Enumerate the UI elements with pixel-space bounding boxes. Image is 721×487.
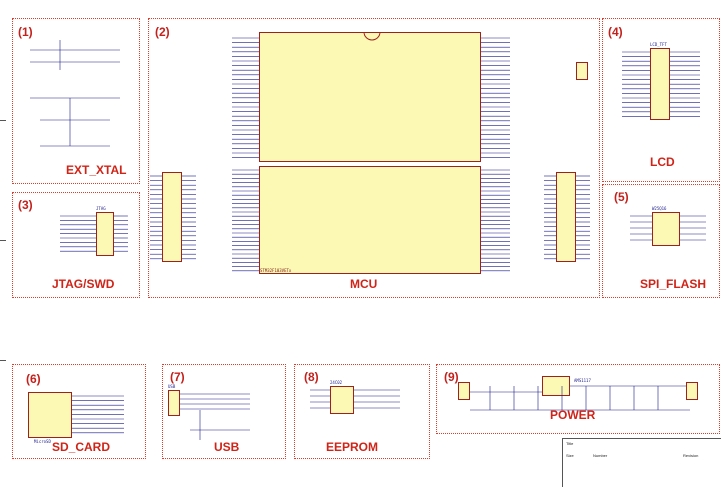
mcu-chip-lower bbox=[259, 166, 481, 274]
flash-chip bbox=[652, 212, 680, 246]
block-spi-flash bbox=[602, 184, 720, 298]
block-title-eeprom: EEPROM bbox=[326, 440, 379, 454]
block-usb bbox=[162, 364, 286, 459]
block-title-usb: USB bbox=[214, 440, 240, 454]
block-mcu bbox=[148, 18, 600, 298]
eeprom-chip-label: 24C02 bbox=[330, 380, 343, 385]
header-right bbox=[556, 172, 576, 262]
sd-card-socket bbox=[28, 392, 72, 438]
lcd-header bbox=[650, 48, 670, 120]
lcd-header-label: LCD_TFT bbox=[650, 42, 667, 47]
margin-tick bbox=[0, 360, 6, 361]
block-number-spi-flash: (5) bbox=[614, 190, 629, 204]
title-block-size: Size bbox=[566, 453, 574, 458]
jtag-header bbox=[96, 212, 114, 256]
block-sd-card bbox=[12, 364, 146, 459]
margin-tick bbox=[0, 240, 6, 241]
margin-tick bbox=[0, 120, 6, 121]
title-block-number: Number bbox=[593, 453, 608, 458]
block-title-sd-card: SD_CARD bbox=[52, 440, 111, 454]
usb-connector bbox=[168, 390, 180, 416]
block-title-spi-flash: SPI_FLASH bbox=[640, 277, 707, 291]
usb-label: USB bbox=[168, 384, 176, 389]
block-lcd bbox=[602, 18, 720, 182]
block-number-power: (9) bbox=[444, 370, 459, 384]
eeprom-chip bbox=[330, 386, 354, 414]
block-number-eeprom: (8) bbox=[304, 370, 319, 384]
mcu-notch bbox=[363, 31, 381, 41]
block-number-sd-card: (6) bbox=[26, 372, 41, 386]
block-number-ext-xtal: (1) bbox=[18, 25, 33, 39]
sd-card-label: MicroSD bbox=[34, 439, 51, 444]
header-left bbox=[162, 172, 182, 262]
block-power bbox=[436, 364, 720, 434]
block-eeprom bbox=[294, 364, 430, 459]
block-title-power: POWER bbox=[550, 408, 596, 422]
title-block-title: Title bbox=[566, 441, 574, 446]
block-number-mcu: (2) bbox=[155, 25, 170, 39]
power-regulator-label: AMS1117 bbox=[574, 378, 591, 383]
block-title-lcd: LCD bbox=[650, 155, 675, 169]
flash-chip-label: W25Q16 bbox=[652, 206, 667, 211]
boot-header bbox=[576, 62, 588, 80]
block-title-jtag: JTAG/SWD bbox=[52, 277, 115, 291]
block-title-mcu: MCU bbox=[350, 277, 378, 291]
block-number-usb: (7) bbox=[170, 370, 185, 384]
power-output-connector bbox=[686, 382, 698, 400]
title-block: Title Size Number Revision bbox=[562, 438, 721, 487]
mcu-chip bbox=[259, 32, 481, 162]
power-input-connector bbox=[458, 382, 470, 400]
block-jtag bbox=[12, 192, 140, 298]
block-ext-xtal bbox=[12, 18, 140, 184]
title-block-revision: Revision bbox=[683, 453, 699, 458]
block-title-ext-xtal: EXT_XTAL bbox=[66, 163, 127, 177]
power-regulator bbox=[542, 376, 570, 396]
block-number-jtag: (3) bbox=[18, 198, 33, 212]
jtag-header-label: JTAG bbox=[96, 206, 106, 211]
mcu-part-label: STM32F103VETx bbox=[260, 268, 292, 273]
block-number-lcd: (4) bbox=[608, 25, 623, 39]
